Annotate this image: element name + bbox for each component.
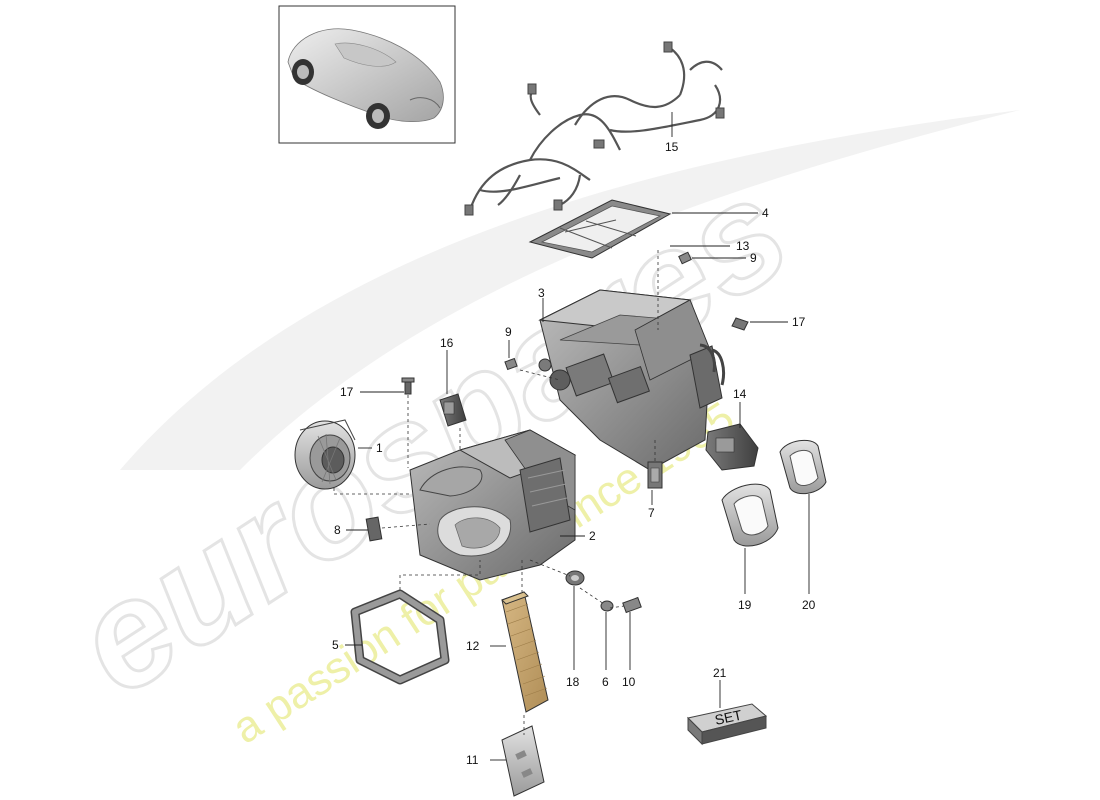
assembly-guides bbox=[333, 250, 659, 735]
set-box-label: SET bbox=[713, 707, 743, 728]
part-19-duct bbox=[721, 483, 779, 547]
callout-10: 10 bbox=[622, 675, 636, 689]
part-12-cabin-filter bbox=[501, 591, 549, 713]
screw-17-right bbox=[731, 317, 749, 331]
callout-7: 7 bbox=[648, 506, 655, 520]
callout-17-right: 17 bbox=[792, 315, 806, 329]
car-icon bbox=[287, 28, 444, 129]
clip-9-lower bbox=[504, 357, 518, 371]
leader-lines bbox=[345, 112, 810, 761]
watermark-swoosh bbox=[120, 110, 1020, 470]
callout-19: 19 bbox=[738, 598, 752, 612]
part-7-resistor bbox=[647, 461, 663, 489]
callout-3: 3 bbox=[538, 286, 545, 300]
filter-frame bbox=[528, 199, 672, 259]
callout-13: 13 bbox=[736, 239, 750, 253]
part-20-duct bbox=[779, 439, 827, 495]
callouts: 1 2 3 4 5 6 7 8 9 9 10 11 12 13 14 15 16… bbox=[332, 140, 816, 767]
part-5-seal bbox=[350, 589, 450, 685]
callout-21: 21 bbox=[713, 666, 727, 680]
screw-17-left bbox=[401, 377, 415, 395]
callout-9-upper: 9 bbox=[750, 251, 757, 265]
callout-15: 15 bbox=[665, 140, 679, 154]
callout-2: 2 bbox=[589, 529, 596, 543]
car-thumbnail bbox=[278, 5, 456, 144]
callout-4: 4 bbox=[762, 206, 769, 220]
part-18-grommet bbox=[565, 570, 585, 586]
callout-5: 5 bbox=[332, 638, 339, 652]
part-8-sensor bbox=[365, 516, 383, 542]
callout-16: 16 bbox=[440, 336, 454, 350]
callout-9-lower: 9 bbox=[505, 325, 512, 339]
callout-1: 1 bbox=[376, 441, 383, 455]
part-10-bracket bbox=[622, 596, 642, 614]
blower-motor bbox=[294, 419, 356, 490]
clip-9-upper bbox=[678, 251, 692, 265]
callout-12: 12 bbox=[466, 639, 480, 653]
callout-14: 14 bbox=[733, 387, 747, 401]
part-11-cover bbox=[501, 725, 545, 797]
wiring-harness bbox=[464, 41, 725, 216]
callout-18: 18 bbox=[566, 675, 580, 689]
part-6-nut bbox=[600, 600, 614, 612]
ac-housing-upper bbox=[538, 289, 726, 471]
part-14-actuator bbox=[705, 423, 759, 471]
callout-11: 11 bbox=[466, 753, 479, 767]
ac-housing-lower bbox=[409, 429, 577, 581]
part-16-actuator bbox=[439, 393, 467, 427]
callout-17-left: 17 bbox=[340, 385, 354, 399]
callout-6: 6 bbox=[602, 675, 609, 689]
callout-20: 20 bbox=[802, 598, 816, 612]
callout-8: 8 bbox=[334, 523, 341, 537]
set-box: SET bbox=[686, 703, 768, 746]
